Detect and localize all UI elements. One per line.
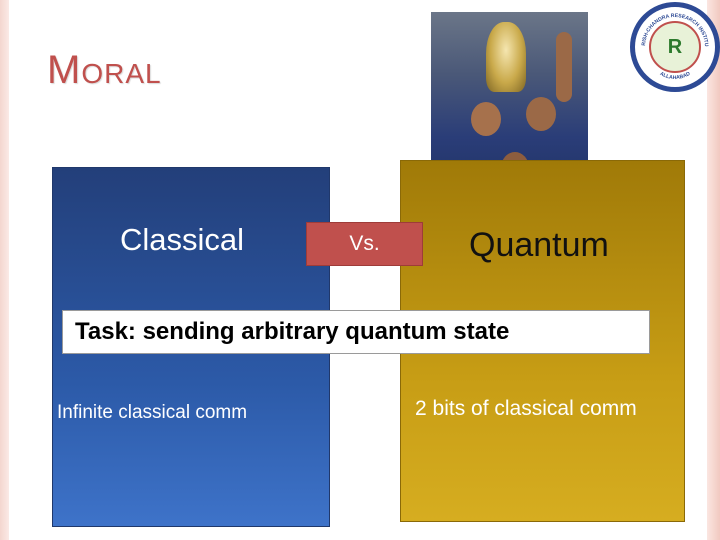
title-rest: ORAL [81,58,162,89]
title-first-letter: M [47,48,82,92]
task-box: Task: sending arbitrary quantum state [62,310,650,354]
photo-raised-arm [556,32,572,102]
svg-text:ALLAHABAD: ALLAHABAD [659,71,692,81]
classical-cost-label: Infinite classical comm [57,402,248,423]
logo-bottom-text: ALLAHABAD [659,71,692,81]
slide-title: MORAL [47,48,162,93]
quantum-label: Quantum [469,226,609,264]
quantum-cost-label: 2 bits of classical comm [415,397,637,420]
photo-player [471,102,501,136]
institute-logo: HARISH-CHANDRA RESEARCH INSTITUTE ALLAHA… [630,2,720,92]
photo-player [526,97,556,131]
classical-label: Classical [120,222,245,257]
slide-border-left [0,0,9,540]
photo-trophy [486,22,526,92]
vs-box: Vs. [306,222,423,266]
slide-border-right [707,0,720,540]
logo-monogram: R [649,21,701,73]
